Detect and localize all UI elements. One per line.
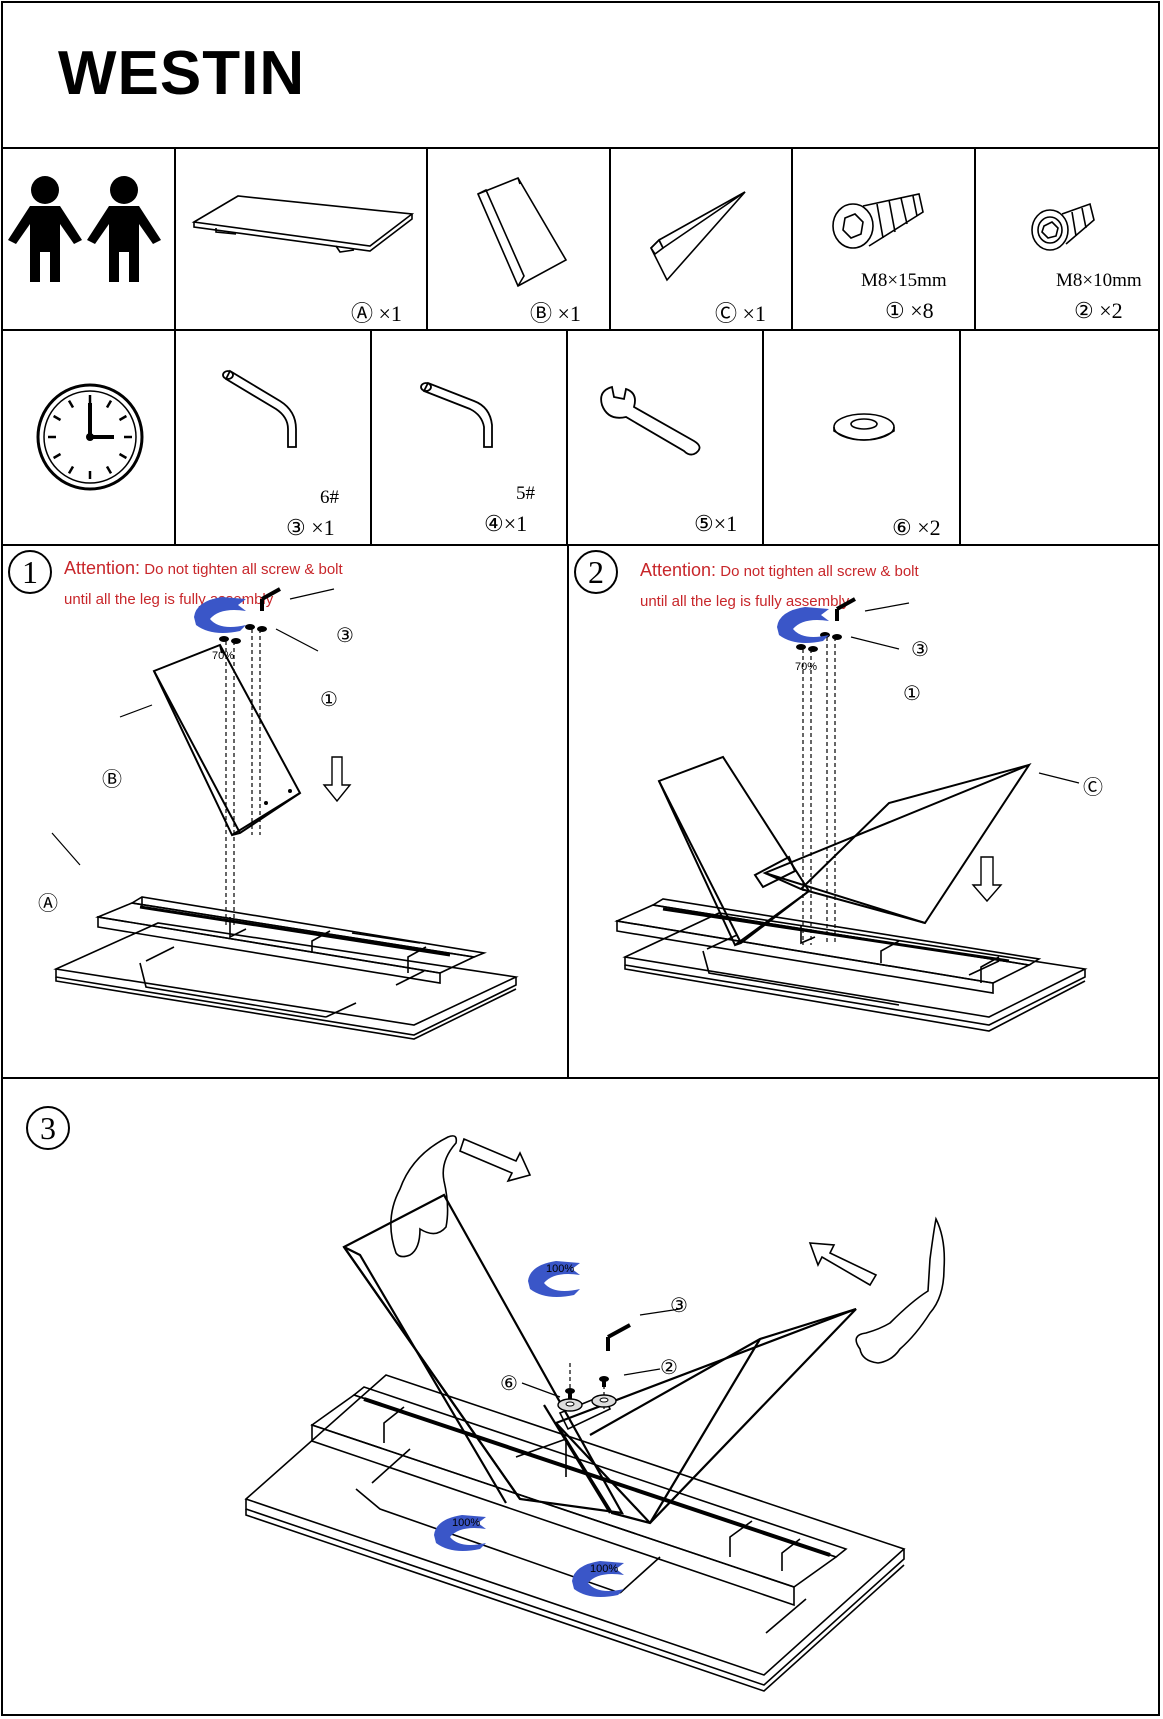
callout-tool: ③ <box>670 1295 688 1317</box>
callout-screw: ② <box>660 1357 678 1379</box>
callout-washer: ⑥ <box>500 1373 518 1395</box>
divider <box>609 147 611 330</box>
two-people-icon <box>0 148 174 330</box>
attention-line1: Do not tighten all screw & bolt <box>720 563 919 580</box>
step-1-number: 1 <box>8 550 52 594</box>
torque-badge-100: 100% <box>452 1517 481 1529</box>
tool-4-spec: 5# <box>516 483 535 504</box>
callout-screw: ① <box>320 689 338 711</box>
part-1-label: ① ×8 <box>885 298 934 323</box>
callout-part-a: Ⓐ <box>38 893 58 915</box>
step-3-diagram: 100% 100% 100% ③ ② ⑥ <box>0 1079 1159 1715</box>
callout-part-c: Ⓒ <box>1083 777 1103 799</box>
divider <box>959 329 961 545</box>
divider <box>174 147 176 330</box>
callout-tool: ③ <box>336 625 354 647</box>
attention-line1: Do not tighten all screw & bolt <box>144 561 343 578</box>
hex-key-6-icon: 6# ③ ×1 <box>176 331 370 544</box>
part-2-label: ② ×2 <box>1074 298 1123 323</box>
torque-badge-70: 70% <box>795 661 818 673</box>
tool-4-label: ④×1 <box>484 511 528 536</box>
step-1-diagram: 70% ③ ① Ⓑ Ⓐ <box>0 545 567 1077</box>
divider <box>1 544 1160 546</box>
washer-icon: ⑥ ×2 <box>764 331 959 544</box>
step-2-attention: Attention: Do not tighten all screw & bo… <box>640 555 1140 617</box>
divider <box>1 1077 1160 1079</box>
divider <box>567 544 569 1078</box>
tool-3-label: ③ ×1 <box>286 515 335 540</box>
attention-title: Attention: <box>640 560 717 580</box>
divider <box>791 147 793 330</box>
hex-key-5-icon: 5# ④×1 <box>372 331 566 544</box>
callout-tool: ③ <box>911 639 929 661</box>
part-c-leg: Ⓒ ×1 <box>611 148 791 330</box>
step-2-diagram: 70% ③ ① Ⓒ <box>569 545 1159 1077</box>
callout-screw: ① <box>903 683 921 705</box>
divider <box>566 329 568 545</box>
attention-line2: until all the leg is fully assembly <box>640 593 850 610</box>
torque-badge-70: 70% <box>212 650 235 662</box>
divider <box>762 329 764 545</box>
part-b-label: Ⓑ ×1 <box>530 301 581 326</box>
divider <box>974 147 976 330</box>
part-a-tabletop: Ⓐ ×1 <box>176 148 426 330</box>
clock-icon <box>0 331 174 544</box>
tool-6-label: ⑥ ×2 <box>892 515 941 540</box>
page-title: WESTIN <box>58 39 306 108</box>
bolt-m8x15: M8×15mm ① ×8 <box>793 148 974 330</box>
wrench-icon: ⑤×1 <box>568 331 762 544</box>
part-1-spec: M8×15mm <box>861 270 947 291</box>
torque-badge-100: 100% <box>590 1563 619 1575</box>
part-a-label: Ⓐ ×1 <box>351 301 402 326</box>
divider <box>370 329 372 545</box>
divider <box>174 329 176 545</box>
part-2-spec: M8×10mm <box>1056 270 1142 291</box>
bolt-m8x10: M8×10mm ② ×2 <box>976 148 1159 330</box>
divider <box>426 147 428 330</box>
part-b-leg: Ⓑ ×1 <box>428 148 609 330</box>
part-c-label: Ⓒ ×1 <box>715 301 766 326</box>
divider <box>1 329 1160 331</box>
step-2-number: 2 <box>574 550 618 594</box>
step-3-number: 3 <box>26 1106 70 1150</box>
tool-3-spec: 6# <box>320 487 339 508</box>
attention-title: Attention: <box>64 558 141 578</box>
torque-badge-100: 100% <box>546 1263 575 1275</box>
divider <box>1 147 1160 149</box>
tool-5-label: ⑤×1 <box>694 511 738 536</box>
callout-part-b: Ⓑ <box>102 769 122 791</box>
